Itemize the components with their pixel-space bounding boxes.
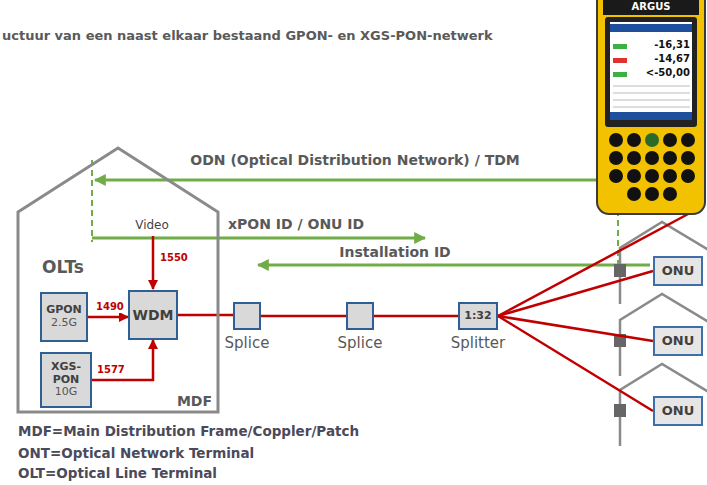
fiber-connector bbox=[178, 314, 233, 317]
customer-houses bbox=[620, 222, 707, 446]
wavelength-label: 1550 bbox=[158, 252, 190, 264]
onu-box: ONU bbox=[653, 256, 703, 286]
fiber-connector bbox=[498, 316, 653, 411]
box-label: GPON bbox=[46, 304, 82, 317]
splitter-box: 1:32Splitter bbox=[458, 302, 498, 330]
onu-box: ONU bbox=[653, 326, 703, 356]
dimension-label: Installation ID bbox=[339, 244, 450, 261]
box-label: 10G bbox=[55, 386, 78, 399]
dimension-lines bbox=[92, 160, 650, 272]
house-outline bbox=[18, 148, 218, 412]
abbreviation-note: MDF=Main Distribution Frame/Coppler/Patc… bbox=[18, 423, 359, 439]
box-label: ONU bbox=[662, 334, 695, 349]
box-label: ONU bbox=[662, 404, 695, 419]
fiber-connector bbox=[498, 271, 653, 316]
box-caption: Splice bbox=[338, 335, 383, 352]
screen-value: -16,31 bbox=[654, 39, 690, 51]
splice-box: Splice bbox=[346, 302, 374, 330]
fiber-connector bbox=[92, 340, 153, 380]
box-label: WDM bbox=[133, 307, 174, 323]
onu-box: ONU bbox=[653, 396, 703, 426]
video-fiber bbox=[152, 236, 155, 289]
signal-name: Video bbox=[135, 218, 169, 232]
fiber-connector bbox=[498, 316, 653, 341]
wavelength-label: 1490 bbox=[94, 301, 126, 313]
wavelength-label: 1577 bbox=[95, 364, 127, 376]
abbreviation-note: ONT=Optical Network Terminal bbox=[18, 445, 254, 461]
box-caption: Splice bbox=[225, 335, 270, 352]
diagram-title: uctuur van een naast elkaar bestaand GPO… bbox=[2, 28, 493, 44]
group-label: OLTs bbox=[42, 257, 84, 277]
splice-box: Splice bbox=[233, 302, 261, 330]
olt-box: GPON2.5G bbox=[40, 292, 88, 342]
olt-box: XGS-PON10G bbox=[40, 352, 92, 408]
dimension-label: xPON ID / ONU ID bbox=[228, 216, 364, 233]
box-label: XGS-PON bbox=[42, 361, 90, 386]
fiber-connector bbox=[261, 315, 346, 318]
building-label: MDF bbox=[177, 393, 212, 409]
fiber-connector bbox=[374, 315, 458, 318]
box-label: 2.5G bbox=[51, 317, 77, 330]
screen-value: <-50,00 bbox=[646, 67, 690, 79]
wdm-box: WDM bbox=[128, 290, 178, 340]
screen-value: -14,67 bbox=[654, 53, 690, 65]
dimension-label: ODN (Optical Distribution Network) / TDM bbox=[190, 152, 519, 169]
brand-label: ARGUS bbox=[632, 1, 671, 13]
argus-tester bbox=[597, 0, 705, 214]
box-label: ONU bbox=[662, 264, 695, 279]
box-caption: Splitter bbox=[451, 335, 506, 352]
fiber-connector bbox=[88, 316, 128, 319]
abbreviation-note: OLT=Optical Line Terminal bbox=[18, 465, 217, 481]
box-label: 1:32 bbox=[464, 310, 491, 323]
